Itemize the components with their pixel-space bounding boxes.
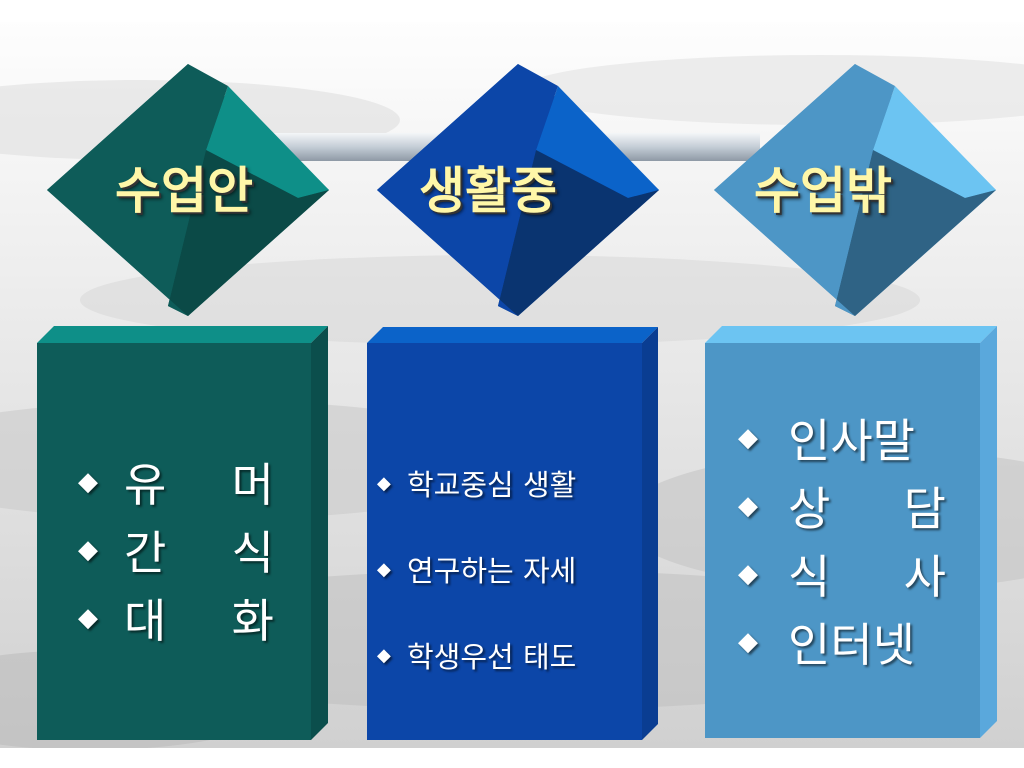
diamond-bullet-icon: ◆	[738, 627, 758, 657]
list-item: ◆학교중심 생활	[377, 468, 577, 502]
list-item: ◆식 사	[738, 550, 946, 604]
diamond-bullet-icon: ◆	[377, 644, 391, 666]
cube-in-class-top	[206, 86, 329, 198]
cube-outside-class-top	[873, 86, 996, 198]
list-daily-life: ◆학교중심 생활 ◆연구하는 자세 ◆학생우선 태도	[377, 440, 647, 698]
box-outside-class-front	[705, 343, 980, 738]
list-item: ◆인사말	[738, 414, 915, 468]
cube-daily-life-shadow	[498, 150, 659, 316]
box-daily-life-front	[367, 343, 642, 740]
cube-in-class-shadow	[168, 150, 329, 316]
list-in-class: ◆유 머 ◆간 식 ◆대 화	[78, 448, 278, 652]
diamond-bullet-icon: ◆	[738, 491, 758, 521]
cube-outside-class-front	[714, 64, 895, 316]
box-daily-life-side	[642, 327, 658, 740]
cube-label-outside-class: 수업밖	[754, 162, 892, 220]
list-item: ◆간 식	[78, 526, 274, 580]
diamond-bullet-icon: ◆	[377, 472, 391, 494]
diamond-bullet-icon: ◆	[78, 535, 98, 565]
list-item: ◆대 화	[78, 594, 274, 648]
cube-label-daily-life: 생활중	[419, 162, 557, 220]
diamond-bullet-icon: ◆	[377, 558, 391, 580]
cube-daily-life-front	[377, 64, 558, 316]
list-item: ◆인터넷	[738, 618, 915, 672]
diamond-bullet-icon: ◆	[738, 559, 758, 589]
box-outside-class-side	[980, 326, 997, 738]
box-outside-class-top	[705, 326, 997, 343]
list-item: ◆유 머	[78, 458, 274, 512]
diamond-bullet-icon: ◆	[78, 603, 98, 633]
list-item: ◆연구하는 자세	[377, 554, 577, 588]
diamond-bullet-icon: ◆	[78, 467, 98, 497]
box-daily-life-top	[367, 327, 658, 343]
box-in-class-top	[37, 326, 328, 343]
cube-outside-class-shadow	[835, 150, 996, 316]
cube-in-class-front	[47, 64, 228, 316]
cube-daily-life-top	[536, 86, 659, 198]
list-outside-class: ◆인사말 ◆상 담 ◆식 사 ◆인터넷	[738, 404, 958, 676]
list-item: ◆상 담	[738, 482, 946, 536]
list-item: ◆학생우선 태도	[377, 640, 577, 674]
cube-label-in-class: 수업안	[115, 162, 253, 220]
diamond-bullet-icon: ◆	[738, 423, 758, 453]
box-in-class-front	[37, 343, 311, 740]
box-in-class-side	[311, 326, 328, 740]
